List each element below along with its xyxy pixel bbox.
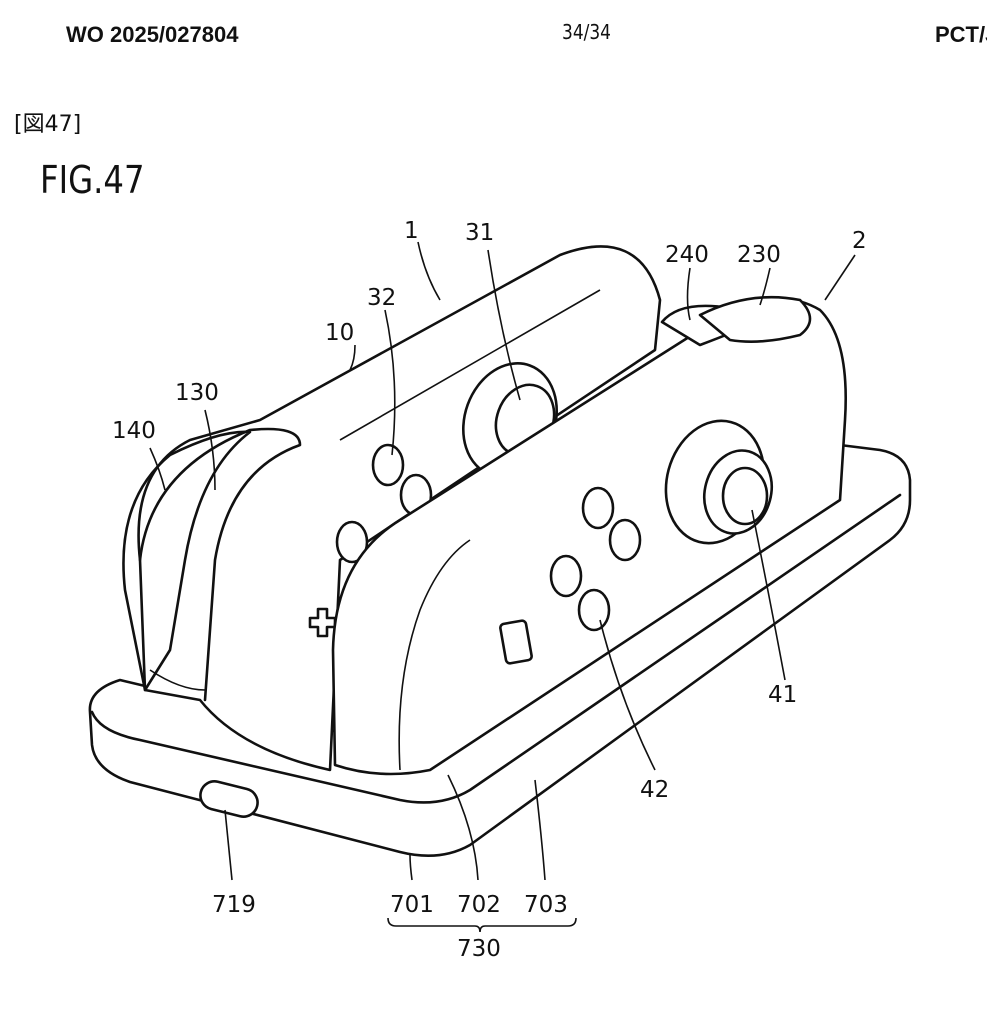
ref-730: 730 bbox=[457, 936, 501, 962]
figure-label-jp: [図47] bbox=[14, 112, 82, 137]
ref-1: 1 bbox=[404, 218, 419, 244]
ref-230: 230 bbox=[737, 242, 781, 268]
ref-31: 31 bbox=[465, 220, 494, 246]
ref-130: 130 bbox=[175, 380, 219, 406]
ref-42: 42 bbox=[640, 777, 669, 803]
publication-number: WO 2025/027804 bbox=[66, 22, 239, 47]
ref-703: 703 bbox=[524, 892, 568, 918]
ref-2: 2 bbox=[852, 228, 867, 254]
ref-10: 10 bbox=[325, 320, 354, 346]
left-controller bbox=[122, 245, 662, 772]
ref-240: 240 bbox=[665, 242, 709, 268]
right-controller bbox=[331, 295, 847, 776]
figure-label-en: FIG.47 bbox=[40, 158, 145, 202]
ref-702: 702 bbox=[457, 892, 501, 918]
leader-lines bbox=[149, 241, 856, 933]
application-number: PCT/JP bbox=[935, 22, 987, 47]
ref-32: 32 bbox=[367, 285, 396, 311]
ref-41: 41 bbox=[768, 682, 797, 708]
page-number: 34/34 bbox=[562, 20, 611, 44]
ref-719: 719 bbox=[212, 892, 256, 918]
ref-140: 140 bbox=[112, 418, 156, 444]
reference-numerals: 1 31 32 10 130 140 240 230 2 41 42 719 7… bbox=[112, 218, 867, 962]
ref-701: 701 bbox=[390, 892, 434, 918]
